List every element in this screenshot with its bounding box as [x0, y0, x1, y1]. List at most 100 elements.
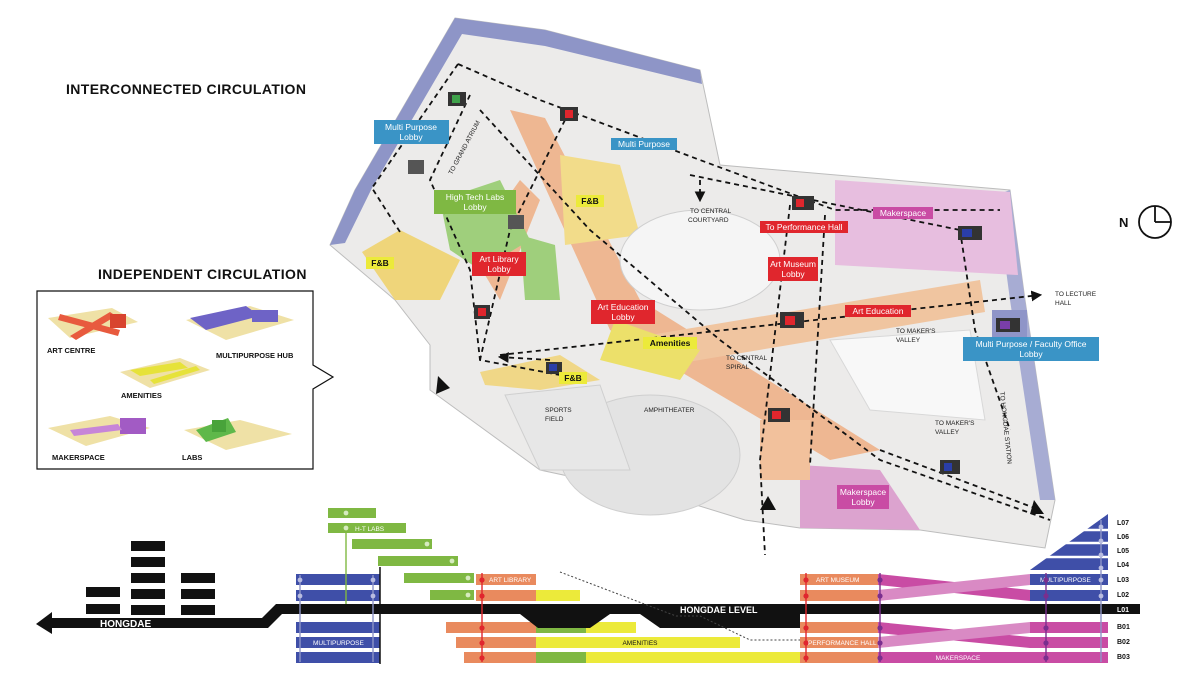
makerspace-zone [835, 180, 1018, 275]
label-makerspace-lobby: Makerspace [840, 487, 887, 497]
label-amenities: Amenities [650, 338, 691, 348]
note-central-courtyard: COURTYARD [688, 217, 729, 224]
makers-valley-area [829, 329, 986, 421]
label-makerspace-lobby: Lobby [851, 497, 875, 507]
sports-field-area [504, 384, 631, 471]
inset-label-amenities: AMENITIES [121, 391, 162, 400]
label-art-education-lobby: Lobby [611, 312, 635, 322]
label-art-education: Art Education [852, 306, 903, 316]
label-fb-west: F&B [371, 258, 388, 268]
inset-label-makerspace: MAKERSPACE [52, 453, 105, 462]
level-label: L02 [1117, 592, 1129, 599]
north-arrow: N [1119, 205, 1172, 239]
inset-makerspace-icon [48, 416, 150, 446]
core-icon [408, 160, 424, 174]
note-makers-valley-2: TO MAKER'S [935, 420, 975, 427]
label-faculty-office-lobby: Lobby [1019, 349, 1043, 359]
interconnected-circulation-heading: INTERCONNECTED CIRCULATION [66, 81, 307, 97]
label-high-tech-labs-lobby: Lobby [463, 202, 487, 212]
blue-perimeter-rooms [330, 18, 702, 245]
note-amphitheater: AMPHITHEATER [644, 407, 695, 414]
label-fb-south: F&B [564, 373, 581, 383]
entrance-arrow-icon [436, 376, 450, 394]
label-makerspace: Makerspace [880, 208, 927, 218]
label-multi-purpose-lobby: Lobby [399, 132, 423, 142]
level-label: L01 [1117, 607, 1129, 614]
section-connector-dots [297, 510, 1104, 661]
section-art-library: ART LIBRARY AMENITIES [446, 574, 800, 663]
note-sports-field: SPORTS [545, 407, 572, 414]
inset-label-labs: LABS [182, 453, 202, 462]
section-label-hongdae: HONGDAE [100, 619, 151, 630]
section-label-art-museum: ART MUSEUM [816, 577, 859, 584]
note-makers-valley: TO MAKER'S [896, 328, 936, 335]
level-label: L04 [1117, 562, 1129, 569]
section-multipurpose-east: MULTIPURPOSE [1030, 514, 1108, 601]
site-plan: Multi Purpose Lobby Multi Purpose High T… [329, 17, 1099, 556]
label-multi-purpose: Multi Purpose [618, 139, 670, 149]
section-label-makerspace: MAKERSPACE [936, 655, 981, 662]
level-label: L07 [1117, 520, 1129, 527]
north-label: N [1119, 215, 1128, 230]
note-lecture-hall: HALL [1055, 300, 1072, 307]
level-label: L03 [1117, 577, 1129, 584]
hongdae-level-band [36, 604, 1140, 634]
section-art-museum: ART MUSEUM PERFORMANCE HALL [800, 574, 878, 663]
section-diagram: MULTIPURPOSE H-T LABS ART LIBRARY [36, 508, 1140, 664]
label-art-museum-lobby: Art Museum [770, 259, 816, 269]
inset-label-art-centre: ART CENTRE [47, 346, 95, 355]
labs-zone [520, 235, 560, 300]
level-labels: L07 L06 L05 L04 L03 L02 L01 B01 B02 B03 [1117, 520, 1130, 661]
amenities-zone [600, 320, 700, 380]
inset-label-multipurpose-hub: MULTIPURPOSE HUB [216, 351, 294, 360]
label-multi-purpose-lobby: Multi Purpose [385, 122, 437, 132]
label-fb-central: F&B [581, 196, 598, 206]
section-label-amenities: AMENITIES [622, 640, 658, 647]
core-icon [508, 215, 524, 229]
section-vertical-connectors [299, 520, 1102, 662]
level-label: B03 [1117, 654, 1130, 661]
note-makers-valley-2: VALLEY [935, 429, 960, 436]
art-education-band [510, 110, 880, 460]
note-lecture-hall: TO LECTURE [1055, 291, 1097, 298]
entrance-arrow-icon [760, 496, 776, 510]
orange-floor-south [760, 420, 810, 480]
level-label: B01 [1117, 624, 1130, 631]
inset-multipurpose-hub-icon [186, 306, 294, 340]
note-makers-valley: VALLEY [896, 337, 921, 344]
level-label: L06 [1117, 534, 1129, 541]
section-label-hongdae-level: HONGDAE LEVEL [680, 605, 758, 615]
section-label-multipurpose-west: MULTIPURPOSE [313, 640, 364, 647]
label-faculty-office-lobby: Multi Purpose / Faculty Office [976, 339, 1087, 349]
section-label-ht-labs: H-T LABS [355, 526, 385, 533]
hongdae-skyline [86, 541, 215, 615]
vertical-cores [408, 92, 1020, 474]
label-to-performance-hall: To Performance Hall [765, 222, 842, 232]
section-label-art-library: ART LIBRARY [489, 577, 532, 584]
fb-zone-west [362, 230, 460, 300]
plan-labels: Multi Purpose Lobby Multi Purpose High T… [366, 120, 1099, 509]
section-multipurpose-west: MULTIPURPOSE [296, 567, 381, 664]
label-art-library-lobby: Lobby [487, 264, 511, 274]
independent-circulation-inset: ART CENTRE MULTIPURPOSE HUB AMENITIES MA… [36, 290, 335, 470]
inset-amenities-icon [120, 358, 210, 388]
section-dotted-link [559, 571, 800, 641]
inset-labs-icon [184, 418, 292, 450]
note-central-courtyard: TO CENTRAL [690, 208, 731, 215]
level-label: L05 [1117, 548, 1129, 555]
independent-circulation-heading: INDEPENDENT CIRCULATION [98, 266, 307, 282]
note-central-spiral: SPIRAL [726, 364, 750, 371]
label-art-education-lobby: Art Education [597, 302, 648, 312]
level-label: B02 [1117, 639, 1130, 646]
central-courtyard [619, 209, 781, 311]
inset-art-centre-icon [48, 308, 138, 340]
section-makerspace: MAKERSPACE [878, 574, 1108, 663]
label-art-library-lobby: Art Library [479, 254, 519, 264]
label-art-museum-lobby: Lobby [781, 269, 805, 279]
note-central-spiral: TO CENTRAL [726, 355, 767, 362]
entrance-arrow-icon [1030, 500, 1044, 514]
note-sports-field: FIELD [545, 416, 564, 423]
label-high-tech-labs-lobby: High Tech Labs [446, 192, 504, 202]
section-label-multipurpose-east: MULTIPURPOSE [1040, 577, 1091, 584]
